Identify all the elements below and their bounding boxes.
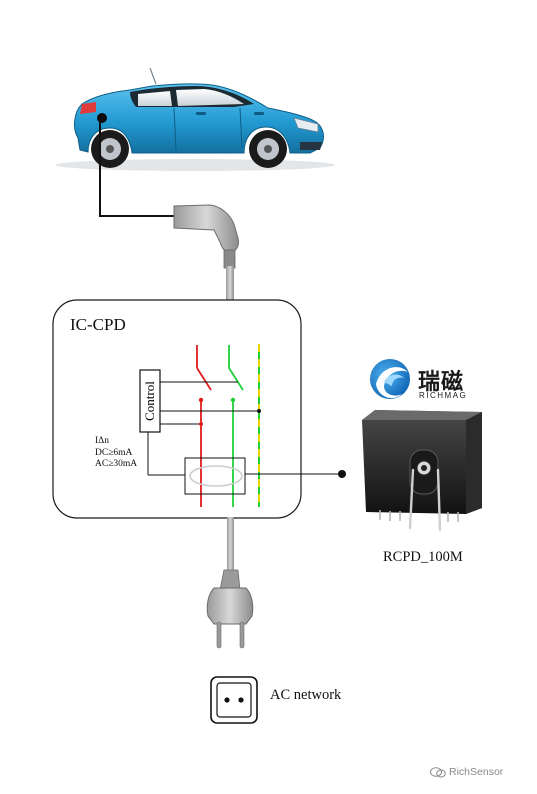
sensitivity-spec: IΔn DC≥6mA AC≥30mA xyxy=(95,436,137,471)
wechat-icon xyxy=(430,766,446,778)
ev-charging-plug-icon xyxy=(173,204,239,300)
charging-port-icon xyxy=(97,113,107,123)
watermark: RichSensor xyxy=(430,766,503,778)
watermark-text: RichSensor xyxy=(449,766,504,778)
phase-wire xyxy=(196,345,212,507)
neutral-wire xyxy=(228,345,244,507)
control-block xyxy=(139,369,161,433)
current-sensor-box xyxy=(184,457,246,495)
sensor-connection-dot xyxy=(338,470,346,478)
richmag-logo-icon xyxy=(370,359,410,399)
control-label: Control xyxy=(142,381,157,421)
rcpd-sensor-image xyxy=(362,410,482,532)
ic-cpd-box xyxy=(52,299,302,519)
ac-network-label: AC network xyxy=(270,687,342,703)
spec-idn: IΔn xyxy=(95,436,110,446)
sensor-toroid xyxy=(189,465,243,487)
ac-power-plug-icon xyxy=(206,517,254,649)
part-number-label: RCPD_100M xyxy=(383,549,463,565)
control-wiring xyxy=(147,381,342,476)
electric-car-illustration xyxy=(55,67,335,171)
brand-name-zh: 瑞磁 xyxy=(418,369,465,394)
charging-cable xyxy=(99,118,178,217)
spec-ac: AC≥30mA xyxy=(95,459,138,469)
brand-name-en: RICHMAG xyxy=(419,391,468,400)
ac-socket-icon xyxy=(210,676,258,724)
spec-dc: DC≥6mA xyxy=(95,447,133,458)
ic-cpd-title: IC-CPD xyxy=(70,315,126,334)
